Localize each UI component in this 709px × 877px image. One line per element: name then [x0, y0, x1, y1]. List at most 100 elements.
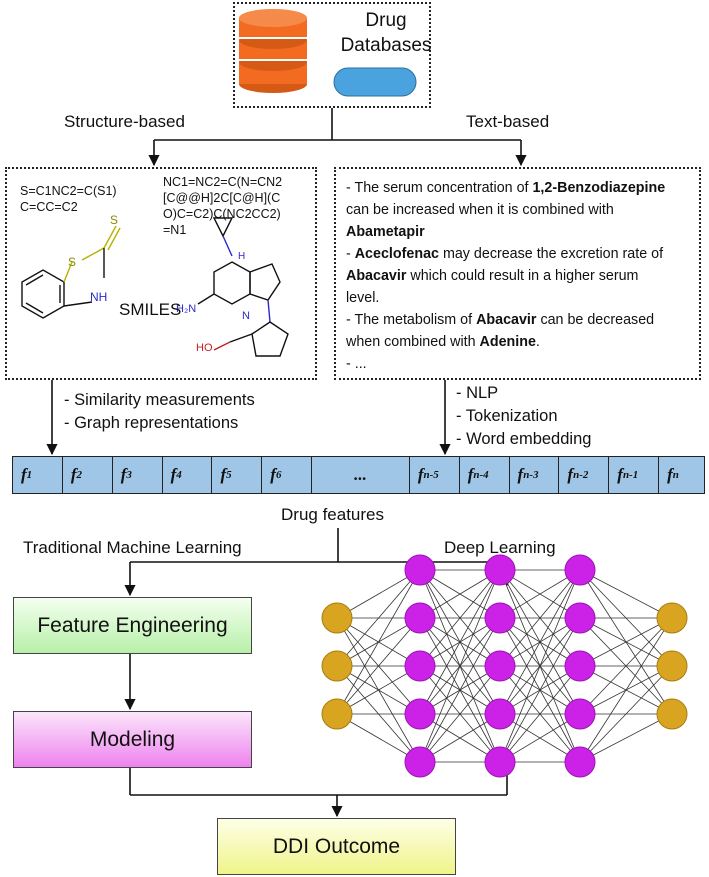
network-edge [336, 713, 421, 763]
smiles-string-1: S=C1NC2=C(S1) C=CC=C2 [20, 183, 117, 215]
io-node [321, 650, 353, 682]
modeling-box: Modeling [13, 711, 252, 768]
network-edge [336, 569, 421, 715]
structure-panel [5, 167, 317, 380]
hidden-node [564, 698, 596, 730]
hidden-node [404, 746, 436, 778]
feature-subscript: 2 [76, 469, 83, 481]
smiles-string-2: NC1=NC2=C(N=CN2 [C@@H]2C[C@H](C O)C=C2)C… [163, 174, 282, 238]
text-span: - [346, 246, 355, 262]
hidden-node [484, 650, 516, 682]
hidden-node [564, 650, 596, 682]
hidden-node [404, 650, 436, 682]
drug-name: 1,2-Benzodiazepine [532, 180, 666, 196]
text-based-label: Text-based [466, 112, 550, 131]
feature-symbol: f [120, 465, 127, 484]
io-node [656, 602, 688, 634]
text-line-5: Abacavir which could result in a higher … [346, 265, 691, 287]
feature-symbol: f [517, 465, 524, 484]
network-edge [419, 713, 501, 763]
feature-subscript: 6 [275, 469, 282, 481]
ddi-outcome-box: DDI Outcome [217, 818, 456, 875]
method-item: - Tokenization [456, 407, 558, 425]
atom-label-nh: NH [90, 290, 108, 304]
feature-symbol: f [667, 465, 673, 484]
structure-based-label: Structure-based [64, 112, 185, 131]
feature-symbol: f [170, 465, 177, 484]
network-edge [499, 569, 581, 667]
network-edge [579, 569, 673, 619]
network-edge [579, 665, 673, 763]
feature-symbol: f [417, 465, 424, 484]
feature-symbol: f [567, 465, 574, 484]
text-line-8: when combined with Adenine. [346, 331, 691, 353]
drug-name: Abametapir [346, 224, 425, 240]
smiles-2-line1: NC1=NC2=C(N=CN2 [163, 175, 283, 189]
network-edge [579, 617, 673, 715]
text-span: - The serum concentration of [346, 180, 533, 196]
smiles-1-line1: S=C1NC2=C(S1) [20, 184, 117, 198]
feature-symbol: f [270, 465, 276, 484]
text-line-9: - ... [346, 356, 367, 372]
molecule-structure-1 [21, 225, 121, 319]
smiles-1-line2: C=CC=C2 [20, 200, 78, 214]
text-span: can be decreased [536, 312, 655, 328]
text-span: - The metabolism of [346, 312, 477, 328]
feature-cell: ... [312, 457, 410, 493]
traditional-ml-label: Traditional Machine Learning [23, 538, 242, 557]
feature-symbol: f [21, 465, 27, 484]
text-line-4: - Aceclofenac may decrease the excretion… [346, 243, 691, 265]
hidden-node [484, 746, 516, 778]
text-line-1: - The serum concentration of 1,2-Benzodi… [346, 177, 691, 199]
network-edge [336, 665, 421, 715]
method-item: - Graph representations [64, 414, 239, 432]
hidden-node [564, 554, 596, 586]
network-edge [419, 569, 501, 667]
drug-name: Abacavir [346, 268, 407, 284]
drug-name: Aceclofenac [354, 246, 439, 262]
atom-label-n: N [242, 310, 250, 322]
molecule-structure-2 [197, 217, 289, 357]
network-nodes [321, 554, 688, 778]
feature-symbol: f [617, 465, 623, 484]
network-edge [336, 569, 421, 619]
database-title: Drug Databases [338, 8, 434, 58]
network-edge [419, 617, 501, 763]
database-icon [239, 9, 307, 93]
network-edge [499, 569, 581, 619]
structure-methods: - Similarity measurements - Graph repres… [64, 389, 255, 435]
feature-subscript: n-1 [622, 469, 639, 481]
smiles-label: SMILES [119, 300, 182, 319]
io-node [656, 698, 688, 730]
atom-label-h: H [238, 251, 246, 262]
smiles-2-line2: [C@@H]2C[C@H](C [163, 191, 281, 205]
text-methods: - NLP - Tokenization - Word embedding [456, 382, 591, 451]
feature-symbol: ... [354, 465, 367, 484]
network-edge [419, 569, 501, 619]
network-edge [419, 569, 501, 715]
method-item: - Similarity measurements [64, 391, 255, 409]
network-edge [336, 569, 421, 667]
database-title-line2: Databases [340, 35, 432, 56]
network-edge [336, 617, 421, 715]
feature-engineering-box: Feature Engineering [13, 597, 252, 654]
hidden-node [404, 602, 436, 634]
network-edge [499, 617, 581, 763]
feature-subscript: 5 [226, 469, 232, 481]
text-line-2: can be increased when it is combined wit… [346, 202, 614, 218]
method-item: - Word embedding [456, 430, 592, 448]
hidden-node [484, 602, 516, 634]
hidden-node [484, 698, 516, 730]
network-edge [579, 617, 673, 667]
text-span: when combined with [346, 334, 480, 350]
feature-caption: Drug features [281, 505, 384, 524]
